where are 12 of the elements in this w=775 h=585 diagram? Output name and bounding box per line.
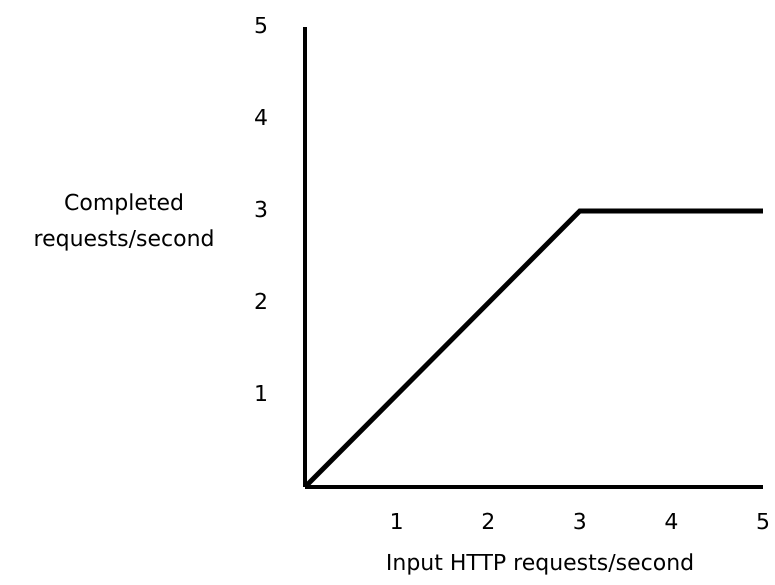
tick-label: 1 <box>388 512 405 534</box>
tick-label: 5 <box>253 16 269 38</box>
tick-label: 2 <box>253 292 269 314</box>
tick-label: 5 <box>755 512 771 534</box>
tick-label: 3 <box>572 512 588 534</box>
axis-title: Completed requests/second <box>32 190 216 254</box>
tick-label: 2 <box>480 512 496 534</box>
tick-label: 3 <box>253 200 269 222</box>
tick-label: 4 <box>663 512 680 534</box>
axis-title: Input HTTP requests/second <box>384 553 696 575</box>
tick-label: 1 <box>253 384 269 406</box>
tick-label: 4 <box>253 108 269 130</box>
